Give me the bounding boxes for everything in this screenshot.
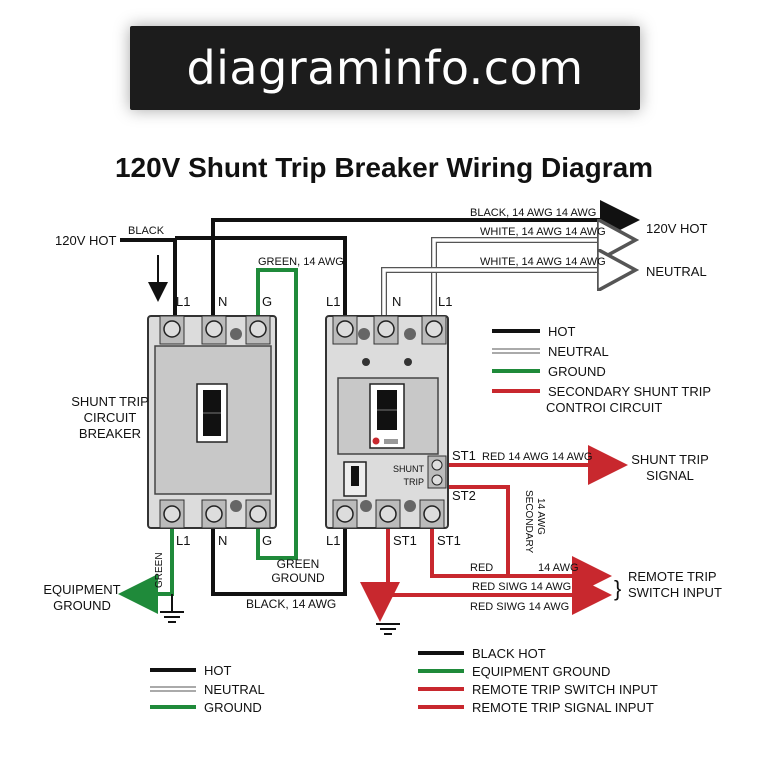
white-out-label-1: WHITE, 14 AWG 14 AWG [480, 226, 606, 238]
breaker-2 [325, 315, 449, 529]
ground-symbol-right [376, 623, 400, 635]
legend-bl-neutral: NEUTRAL [204, 682, 265, 697]
remote-trip-label-1: REMOTE TRIP [628, 569, 717, 584]
legend-bl-hot: HOT [204, 663, 232, 678]
st-terminals [427, 455, 447, 489]
secondary-label-1: SECONDARY [523, 490, 534, 553]
equip-ground-label-1: EQUIPMENT [43, 582, 120, 597]
shunt-signal-label-1: SHUNT TRIP [631, 452, 709, 467]
black-out-wire [211, 200, 640, 318]
shunt-trip-label-2: TRIP [403, 477, 424, 487]
breaker-1-top-terminals [159, 315, 271, 345]
b2-top-L1-label: L1 [326, 294, 340, 309]
secondary-label-2: 14 AWG [535, 498, 546, 535]
black-top-label: BLACK [128, 225, 165, 237]
white-out-wire-2-outline [381, 267, 632, 318]
b2-top-N-label: N [392, 294, 401, 309]
b1-bot-G-label: G [262, 533, 272, 548]
white-out-wire-2 [382, 270, 632, 318]
breaker-name-line-2: CIRCUIT [84, 410, 137, 425]
black-bottom-wire [211, 526, 347, 596]
out-hot-label: 120V HOT [646, 221, 707, 236]
black-out-label: BLACK, 14 AWG 14 AWG [470, 207, 596, 219]
legend-right-secondary-2: CONTROI CIRCUIT [546, 400, 662, 415]
b2-top-L1b-label: L1 [438, 294, 452, 309]
b1-bot-L1-label: L1 [176, 533, 190, 548]
secondary-wire [438, 485, 510, 576]
green-ground-label-2: GROUND [271, 571, 325, 585]
legend-br-remote-signal: REMOTE TRIP SIGNAL INPUT [472, 700, 654, 715]
legend-bl-ground: GROUND [204, 700, 262, 715]
green-top-label: GREEN, 14 AWG [258, 256, 344, 268]
breaker-name-line-3: BREAKER [79, 426, 141, 441]
diagram-title: 120V Shunt Trip Breaker Wiring Diagram [114, 152, 654, 183]
shunt-trip-label-1: SHUNT [393, 464, 425, 474]
breaker-2-bottom-terminals [332, 499, 445, 529]
st2-label: ST2 [452, 488, 476, 503]
b2-bot-L1-label: L1 [326, 533, 340, 548]
st1-ground-wire [360, 526, 400, 622]
b1-bot-N-label: N [218, 533, 227, 548]
breaker-name-line-1: SHUNT TRIP [71, 394, 149, 409]
b2-bot-ST1b-label: ST1 [437, 533, 461, 548]
st1-wire-label: RED 14 AWG 14 AWG [482, 451, 592, 463]
remote-trip-wire-1 [430, 526, 612, 596]
equip-ground-label-2: GROUND [53, 598, 111, 613]
out-neutral-label: NEUTRAL [646, 264, 707, 279]
ground-symbol-left [160, 611, 184, 623]
legend-right-ground: GROUND [548, 364, 606, 379]
legend-right-hot: HOT [548, 324, 576, 339]
green-ground-loop [256, 268, 298, 560]
b1-top-L1-label: L1 [176, 294, 190, 309]
red-wire-label-a: RED [470, 562, 493, 574]
red-wire-label-a2: 14 AWG [538, 562, 579, 574]
breaker-1-bottom-terminals [159, 499, 271, 529]
legend-right: HOT NEUTRAL GROUND SECONDARY SHUNT TRIP … [492, 324, 711, 415]
site-banner: diagraminfo.com [130, 26, 640, 110]
legend-right-secondary-1: SECONDARY SHUNT TRIP [548, 384, 711, 399]
white-out-label-2: WHITE, 14 AWG 14 AWG [480, 256, 606, 268]
white-out-wire-1-outline [431, 237, 632, 318]
legend-bottom-left: HOT NEUTRAL GROUND [150, 663, 265, 715]
b1-top-G-label: G [262, 294, 272, 309]
b1-top-N-label: N [218, 294, 227, 309]
red-wire-label-b: RED SIWG 14 AWG [472, 581, 571, 593]
green-left-label: GREEN [154, 552, 165, 588]
red-wire-label-c: RED SIWG 14 AWG [470, 601, 569, 613]
b2-bot-ST1-label: ST1 [393, 533, 417, 548]
remote-trip-label-2: SWITCH INPUT [628, 585, 722, 600]
shunt-signal-label-2: SIGNAL [646, 468, 694, 483]
black-bottom-label: BLACK, 14 AWG [246, 597, 336, 611]
legend-br-equipment-ground: EQUIPMENT GROUND [472, 664, 610, 679]
legend-bottom-right: BLACK HOT EQUIPMENT GROUND REMOTE TRIP S… [418, 646, 658, 715]
legend-right-neutral: NEUTRAL [548, 344, 609, 359]
white-out-wire-1 [432, 240, 632, 318]
breaker-1 [147, 315, 277, 529]
hot-in-label: 120V HOT [55, 233, 116, 248]
remote-trip-brace: } [614, 576, 621, 601]
legend-br-remote-switch: REMOTE TRIP SWITCH INPUT [472, 682, 658, 697]
site-banner-text: diagraminfo.com [186, 41, 584, 95]
green-ground-label-1: GREEN [277, 557, 320, 571]
legend-br-black-hot: BLACK HOT [472, 646, 546, 661]
breaker-2-top-terminals [332, 315, 447, 345]
equipment-ground-wire [118, 526, 174, 614]
st1-label: ST1 [452, 448, 476, 463]
